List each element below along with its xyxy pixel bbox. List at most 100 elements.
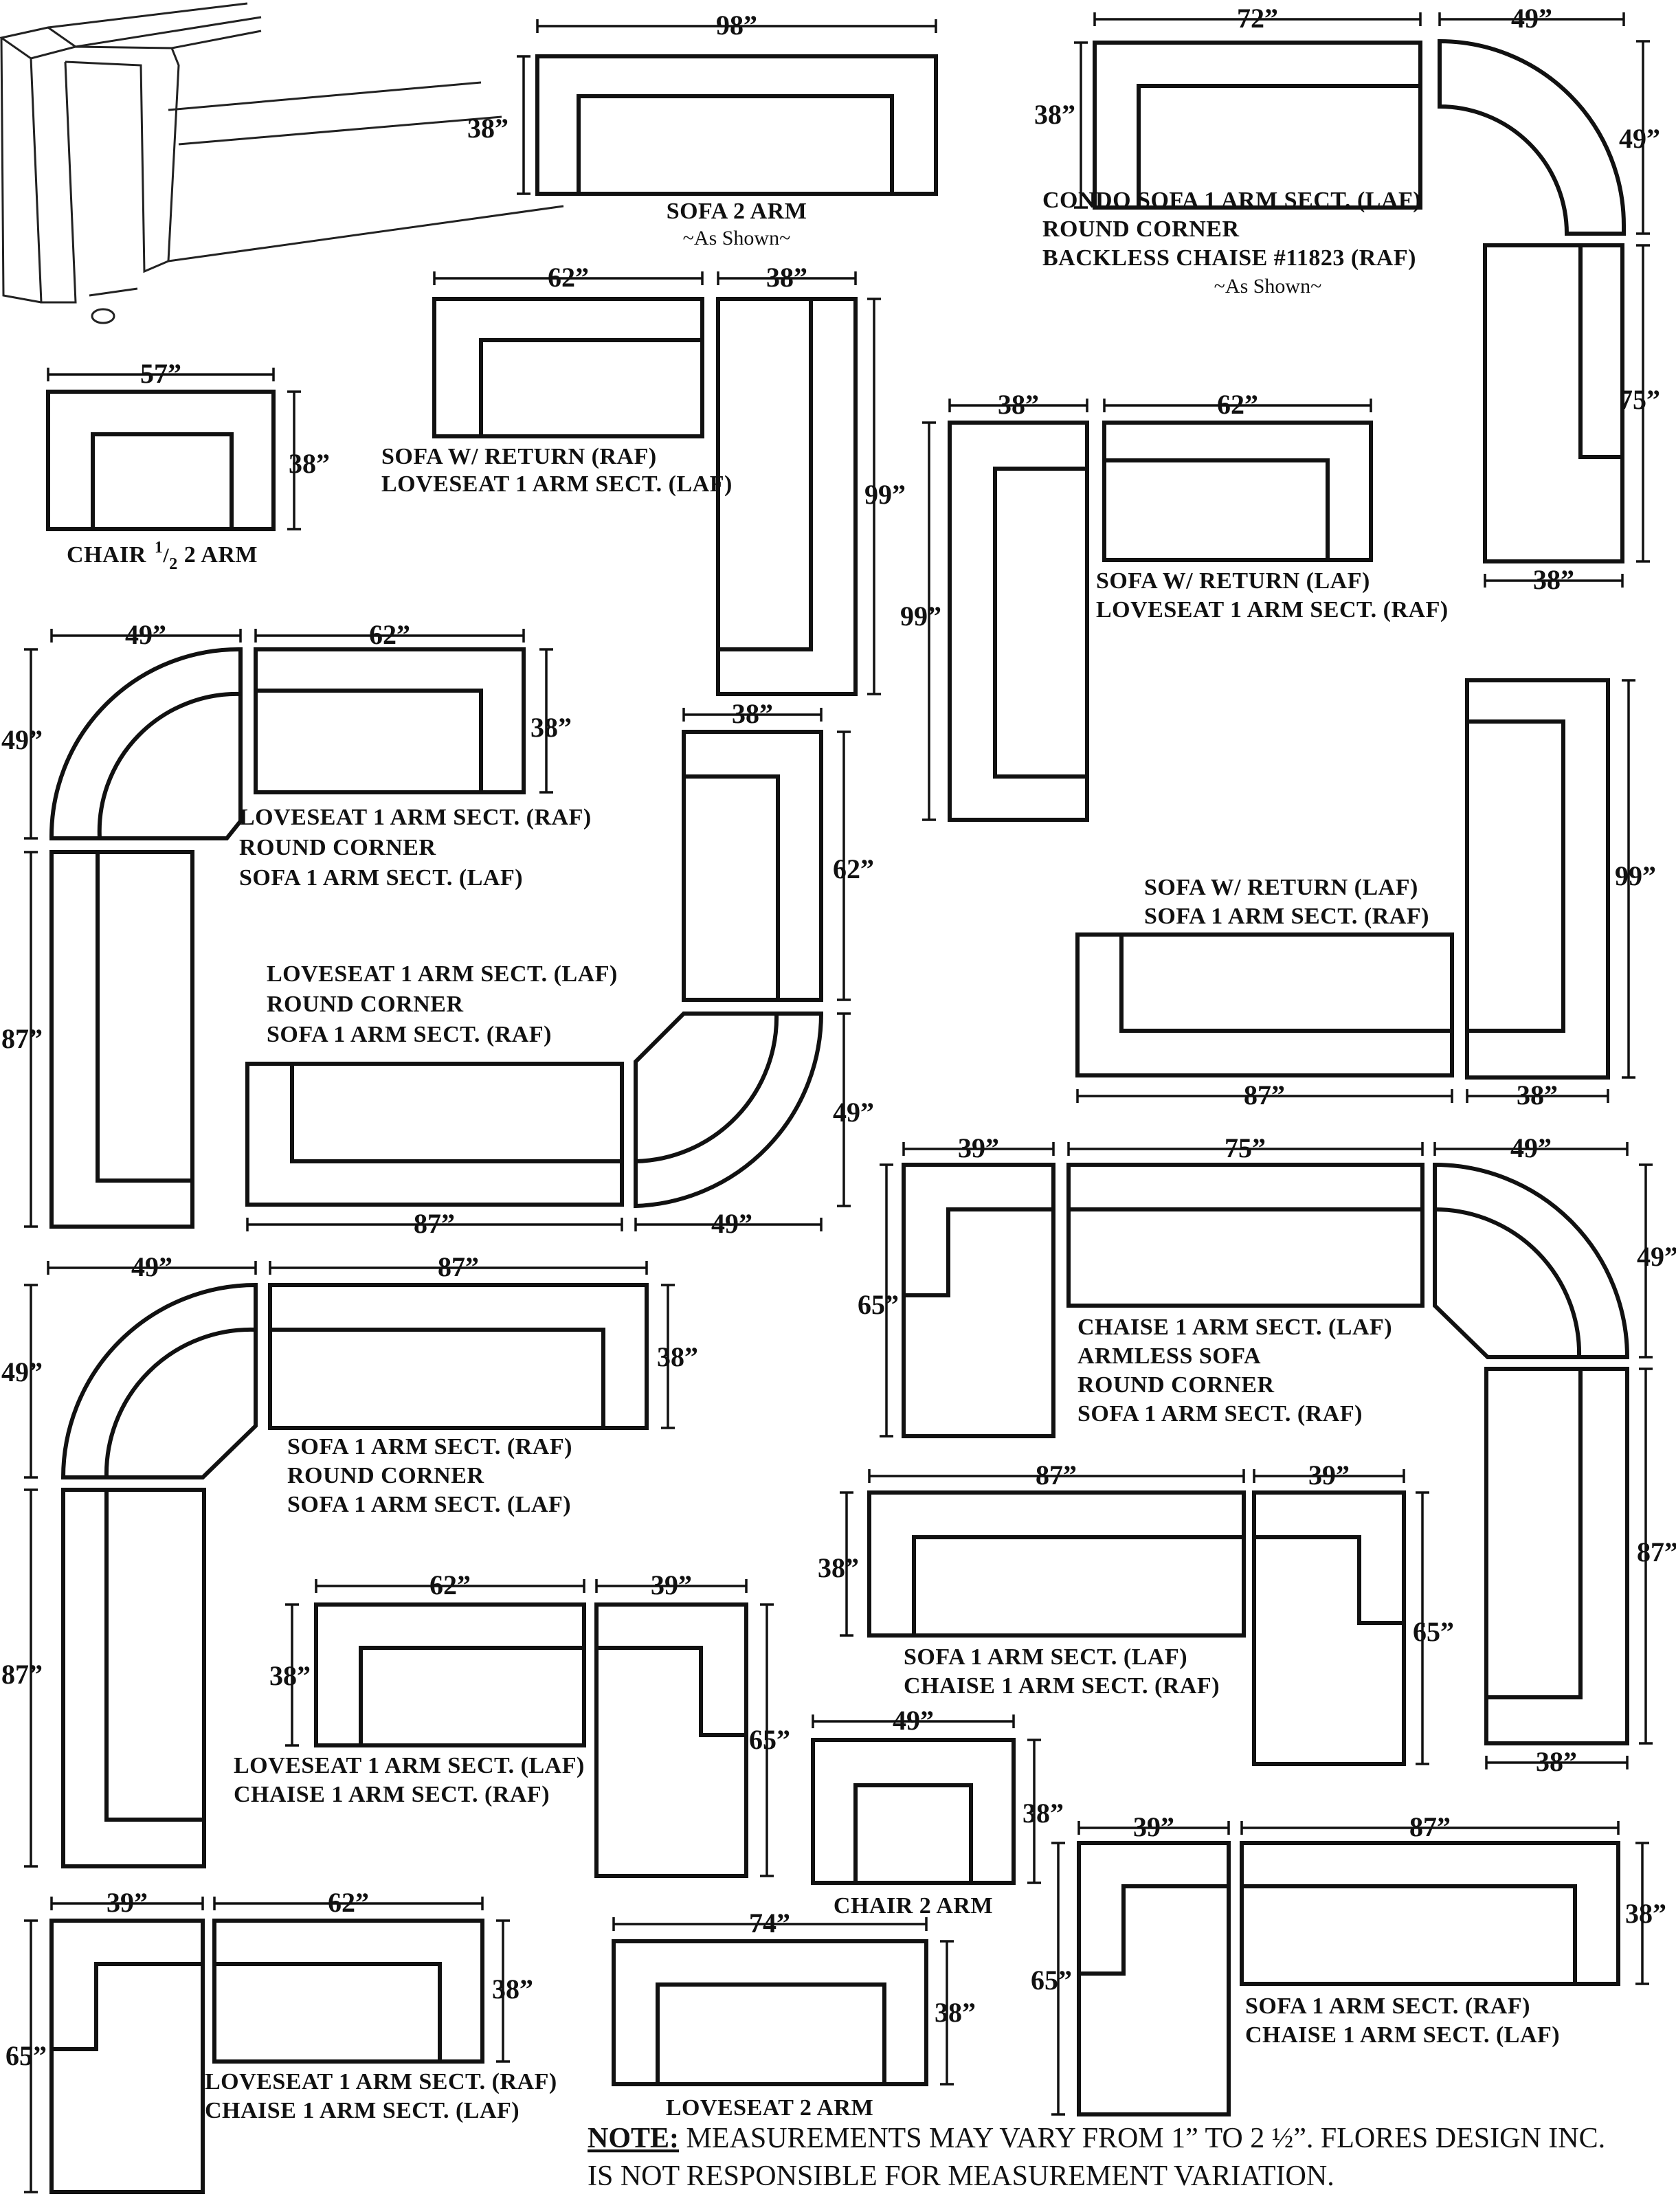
unit-chaise-armless-corner-sofa: 39” 75” 49” 65” 49” 87” 38” CHAISE 1 ARM… [858, 1132, 1676, 1777]
dim-sofa-depth: 38” [1536, 1746, 1577, 1777]
unit-label-2: LOVESEAT 1 ARM SECT. (LAF) [381, 471, 733, 497]
dim-width: 74” [749, 1908, 790, 1939]
unit-label-1: CONDO SOFA 1 ARM SECT. (LAF) [1042, 188, 1421, 213]
dim-corner-width: 49” [1511, 3, 1552, 34]
dim-chaise-width: 38” [1533, 564, 1574, 595]
unit-label-1: SOFA 1 ARM SECT. (RAF) [1245, 1993, 1530, 2019]
unit-label-1: SOFA W/ RETURN (LAF) [1096, 568, 1370, 594]
unit-label-2: CHAISE 1 ARM SECT. (LAF) [205, 2098, 519, 2123]
dim-loveseat-width: 38” [732, 698, 773, 729]
unit-label-2: ROUND CORNER [1042, 216, 1240, 242]
dim-chaise-width: 39” [1308, 1460, 1350, 1490]
dim-chaise-length: 75” [1619, 384, 1660, 415]
unit-loveseat-corner-sofa-a: 49” 62” 49” 38” 87” LOVESEAT 1 ARM SECT.… [1, 619, 592, 1229]
unit-label-1: SOFA 1 ARM SECT. (RAF) [287, 1434, 572, 1460]
unit-chaise-loveseat-laf: 39” 62” 65” 38” LOVESEAT 1 ARM SECT. (RA… [5, 1887, 557, 2194]
dim-chaise-width: 39” [651, 1569, 692, 1600]
unit-label-2: SOFA 1 ARM SECT. (RAF) [1144, 904, 1429, 929]
dim-width: 57” [140, 358, 181, 389]
dim-depth: 38” [1023, 1798, 1064, 1829]
unit-loveseat-chaise-raf: 62” 39” 38” 65” LOVESEAT 1 ARM SECT. (LA… [234, 1569, 790, 1878]
dim-chaise-width: 39” [1133, 1811, 1174, 1842]
dim-chaise-width: 39” [107, 1887, 148, 1918]
unit-label-2: ROUND CORNER [239, 835, 436, 860]
dim-corner-depth: 49” [1619, 123, 1660, 154]
dim-sofa-depth: 38” [1034, 99, 1075, 130]
dim-loveseat-depth: 38” [530, 712, 572, 743]
dim-corner-depth: 49” [1637, 1241, 1676, 1272]
dim-sofa-length: 87” [414, 1208, 455, 1239]
dim-loveseat-width: 62” [429, 1569, 471, 1600]
unit-label-3: ROUND CORNER [1077, 1372, 1275, 1398]
unit-label-3: BACKLESS CHAISE #11823 (RAF) [1042, 245, 1416, 271]
unit-label-2: ARMLESS SOFA [1077, 1343, 1261, 1369]
dim-depth: 38” [1517, 1080, 1558, 1110]
unit-condo-sectional: 72” 49” 49” 38” 75” 38” CONDO SOFA 1 ARM… [1034, 3, 1660, 595]
unit-label-1: SOFA W/ RETURN (RAF) [381, 444, 657, 469]
unit-sofa-return-laf: 38” 62” 99” SOFA W/ RETURN (LAF) LOVESEA… [900, 389, 1449, 822]
unit-label: CHAIR 2 ARM [834, 1893, 993, 1919]
dim-corner-width: 49” [125, 619, 166, 650]
dim-length: 99” [900, 601, 941, 632]
dim-corner-width: 49” [711, 1208, 752, 1239]
dim-sofa-width: 87” [1409, 1811, 1451, 1842]
dim-corner-depth: 49” [833, 1097, 874, 1128]
unit-label-1: CHAISE 1 ARM SECT. (LAF) [1077, 1315, 1392, 1340]
dim-chaise-length: 65” [858, 1289, 899, 1320]
dim-chaise-length: 65” [1413, 1616, 1454, 1647]
dim-sofa-depth: 38” [657, 1341, 698, 1372]
unit-label-3: SOFA 1 ARM SECT. (LAF) [239, 865, 523, 891]
unit-sofa-2-arm: 98” 38” SOFA 2 ARM ~As Shown~ [467, 10, 938, 249]
unit-label-1: LOVESEAT 1 ARM SECT. (LAF) [234, 1753, 585, 1778]
unit-label-3: SOFA 1 ARM SECT. (RAF) [267, 1022, 552, 1047]
dim-sofa-length: 87” [1, 1023, 43, 1054]
dim-return-length: 99” [1615, 860, 1656, 891]
dim-sofa-width: 87” [1244, 1080, 1285, 1110]
unit-sub: ~As Shown~ [1214, 275, 1322, 298]
dim-depth: 38” [1625, 1898, 1666, 1929]
note-line-1: NOTE: MEASUREMENTS MAY VARY FROM 1” TO 2… [588, 2123, 1605, 2154]
dim-depth: 38” [818, 1552, 859, 1583]
unit-sofa-return-raf: 62” 38” 99” SOFA W/ RETURN (RAF) LOVESEA… [381, 262, 906, 696]
unit-label-1: LOVESEAT 1 ARM SECT. (RAF) [205, 2069, 557, 2094]
dim-chaise-length: 65” [1031, 1965, 1072, 1996]
dim-chaise-length: 65” [5, 2040, 47, 2071]
dim-depth: 38” [935, 1997, 976, 2028]
unit-label-4: SOFA 1 ARM SECT. (RAF) [1077, 1401, 1363, 1427]
unit-label-1: SOFA 1 ARM SECT. (LAF) [904, 1644, 1187, 1670]
unit-label-2: LOVESEAT 1 ARM SECT. (RAF) [1096, 597, 1449, 623]
dim-corner-width: 49” [131, 1251, 172, 1282]
measurement-note: NOTE: MEASUREMENTS MAY VARY FROM 1” TO 2… [588, 2123, 1605, 2192]
dim-corner-width: 49” [1510, 1132, 1552, 1163]
dim-sofa-length: 87” [1, 1659, 43, 1690]
unit-sofa-chaise-raf: 87” 39” 38” 65” SOFA 1 ARM SECT. (LAF) C… [818, 1460, 1454, 1766]
unit-loveseat-corner-sofa-b: 38” 62” 49” 49” 87” LOVESEAT 1 ARM SECT.… [245, 698, 874, 1239]
dim-return-width: 38” [766, 262, 807, 293]
dim-sofa-length: 87” [1637, 1537, 1676, 1567]
dim-loveseat-width: 62” [328, 1887, 369, 1918]
dim-width: 49” [893, 1705, 934, 1736]
note-line-2: IS NOT RESPONSIBLE FOR MEASUREMENT VARIA… [588, 2160, 1334, 2192]
dim-return-width: 38” [998, 389, 1039, 420]
unit-label-2: ROUND CORNER [267, 992, 464, 1017]
unit-label: LOVESEAT 2 ARM [666, 2095, 873, 2121]
dim-armless-width: 75” [1225, 1132, 1266, 1163]
unit-loveseat-2-arm: 74” 38” LOVESEAT 2 ARM [612, 1908, 976, 2121]
dim-loveseat-width: 62” [548, 262, 589, 293]
dim-depth: 38” [289, 448, 330, 479]
dim-chaise-width: 39” [958, 1132, 999, 1163]
dim-loveseat-length: 62” [833, 853, 874, 884]
dim-depth: 38” [492, 1974, 533, 2004]
unit-label-2: CHAISE 1 ARM SECT. (RAF) [904, 1673, 1220, 1699]
unit-label-1: LOVESEAT 1 ARM SECT. (LAF) [267, 961, 618, 987]
unit-sofa-return-laf-2: 99” 87” 38” SOFA W/ RETURN (LAF) SOFA 1 … [1075, 678, 1656, 1110]
sofa-perspective-sketch [0, 2, 564, 324]
unit-sofa-corner-sofa: 49” 87” 49” 38” 87” SOFA 1 ARM SECT. (RA… [1, 1251, 698, 1868]
unit-sub: ~As Shown~ [683, 227, 791, 249]
unit-label-1: SOFA W/ RETURN (LAF) [1144, 875, 1418, 900]
dim-loveseat-width: 62” [369, 619, 410, 650]
unit-label-1: LOVESEAT 1 ARM SECT. (RAF) [239, 805, 592, 830]
dim-sofa-width: 72” [1237, 3, 1278, 34]
